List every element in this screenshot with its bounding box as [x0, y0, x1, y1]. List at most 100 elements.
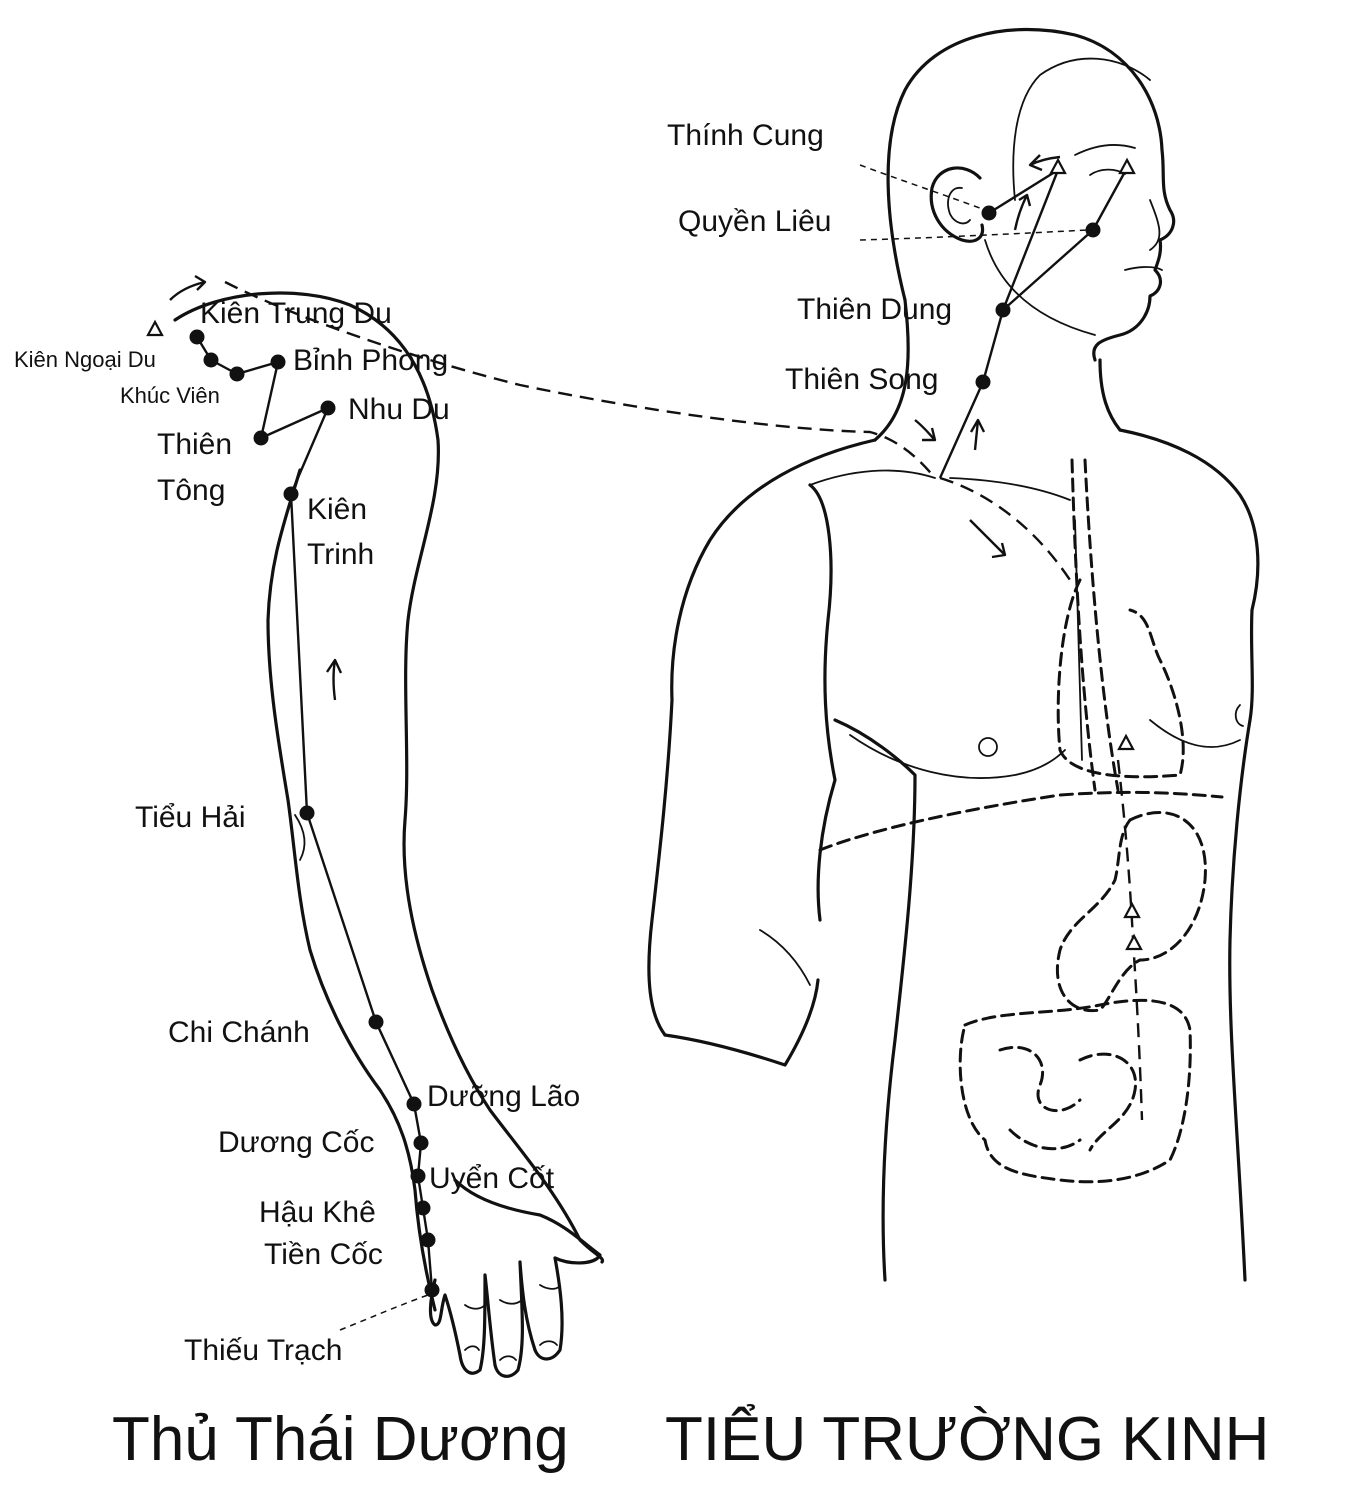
arm-figure [173, 291, 605, 1378]
intestine-coil-2 [1078, 1052, 1137, 1152]
point-nhu-du [320, 400, 336, 416]
point-kien-ngoai-du [203, 352, 219, 368]
quyen-lieu-leader [859, 229, 1089, 241]
triangle-marker-eye-outer [1118, 157, 1136, 175]
esophagus-left [1070, 458, 1097, 792]
torso-figure [647, 27, 1260, 1282]
knuckle-1 [499, 1299, 523, 1305]
head-outline [886, 27, 1176, 362]
label-tieu-hai: Tiểu Hải [135, 801, 246, 834]
finger-little [428, 1278, 462, 1357]
nail-1 [539, 1340, 558, 1346]
elbow-mark [294, 814, 306, 861]
point-thien-dung [995, 302, 1011, 318]
point-duong-coc [413, 1135, 429, 1151]
point-thinh-cung [981, 205, 997, 221]
stomach-outline [1055, 811, 1207, 1013]
label-uyen-cot: Uyển Cốt [429, 1162, 555, 1195]
brow [1074, 144, 1136, 156]
nail-3 [464, 1345, 480, 1351]
point-uyen-cot [410, 1168, 426, 1184]
label-thinh-cung: Thính Cung [667, 119, 824, 152]
label-kien-trung-du: Kiên Trung Du [200, 297, 392, 330]
internal-descent-line [939, 476, 1071, 581]
nose [1149, 199, 1161, 251]
point-labels: Thính Cung Quyền Liêu Thiên Dung Thiên S… [14, 119, 952, 1367]
intestine-outline [958, 998, 1192, 1184]
title-left: Thủ Thái Dương [112, 1405, 569, 1474]
label-thien-tong-line1: Thiên [157, 428, 232, 461]
arrow-neck-down [914, 419, 937, 442]
arrow-temple [1028, 154, 1061, 172]
face-to-ear-line [988, 168, 1060, 311]
finger-ring [493, 1260, 537, 1378]
esophagus-right [1083, 458, 1120, 792]
arrow-chest [969, 519, 1007, 559]
arrow-cheek [1013, 193, 1032, 231]
nipple-left [978, 737, 998, 757]
hairline [1012, 57, 1151, 201]
point-hau-khe [415, 1200, 431, 1216]
point-kien-trung-du [189, 329, 205, 345]
elbow-crease [759, 929, 811, 986]
finger-middle [458, 1273, 497, 1375]
forearm-lower [663, 978, 820, 1067]
point-chi-chanh [368, 1014, 384, 1030]
neck-face-line [938, 167, 1129, 479]
label-thien-dung: Thiên Dung [797, 293, 952, 326]
label-quyen-lieu: Quyền Liêu [678, 205, 831, 238]
label-kien-ngoai-du: Kiên Ngoại Du [14, 347, 156, 372]
label-kien-trinh-line1: Kiên [307, 493, 367, 526]
collarbone-left [809, 469, 936, 486]
ear-outline [929, 166, 985, 243]
shoulder-to-neck-line [224, 280, 936, 479]
diagram-title: Thủ Thái Dương TIỂU TRƯỜNG KINH [112, 1405, 1269, 1474]
diaphragm-line [818, 790, 1224, 852]
point-quyen-lieu [1085, 222, 1101, 238]
heart-outline [1056, 578, 1185, 779]
label-thien-tong-line2: Tông [157, 474, 225, 507]
collarbone-right [949, 477, 1071, 501]
point-binh-phong [270, 354, 286, 370]
label-hau-khe: Hậu Khê [259, 1196, 376, 1229]
pec-right [1149, 719, 1241, 748]
label-khuc-vien: Khúc Viên [120, 383, 220, 408]
mouth [1124, 266, 1163, 271]
label-thien-song: Thiên Song [785, 363, 938, 396]
label-chi-chanh: Chi Chánh [168, 1016, 310, 1049]
thumb [533, 1256, 564, 1361]
thieu-trach-leader [339, 1294, 429, 1331]
arrow-neck-up [969, 418, 986, 451]
title-right: TIỂU TRƯỜNG KINH [665, 1405, 1269, 1474]
arrow-forearm [326, 658, 343, 701]
label-kien-trinh-line2: Trinh [307, 538, 374, 571]
point-khuc-vien [229, 366, 245, 382]
right-shoulder [1118, 428, 1260, 722]
triangle-marker-stomach-1 [1123, 901, 1141, 919]
label-duong-coc: Dương Cốc [218, 1126, 374, 1159]
intestine-coil-1 [998, 1045, 1082, 1113]
knuckle-2 [539, 1284, 561, 1290]
neck-right [1098, 358, 1122, 432]
label-nhu-du: Nhu Du [348, 393, 450, 426]
point-thien-tong [253, 430, 269, 446]
point-kien-trinh [283, 486, 299, 502]
arm-inner-edge [266, 468, 437, 1312]
label-duong-lao: Dưỡng Lão [427, 1080, 580, 1113]
arm-outer-edge [173, 291, 605, 1264]
point-tien-coc [420, 1232, 436, 1248]
jaw [984, 239, 1096, 336]
left-shoulder [647, 438, 877, 1037]
ear-inner [947, 187, 971, 225]
knuckle-3 [464, 1304, 486, 1310]
point-thieu-trach [424, 1282, 440, 1298]
organs [818, 458, 1224, 1184]
hand-palm [453, 1178, 602, 1265]
triangle-marker-shoulder [146, 319, 164, 337]
right-flank [1228, 718, 1252, 1282]
inner-arm [808, 483, 837, 922]
point-tieu-hai [299, 805, 315, 821]
neck-left [873, 298, 910, 442]
internal-to-stomach-line [1116, 759, 1144, 1121]
